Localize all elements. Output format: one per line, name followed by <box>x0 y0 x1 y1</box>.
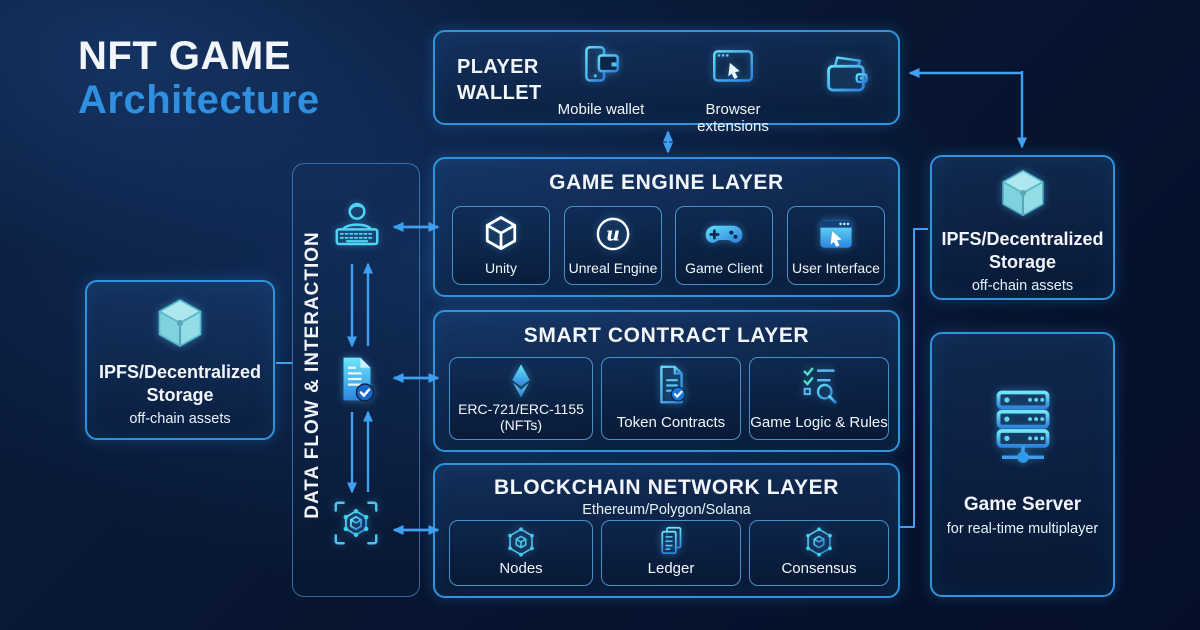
ethereum-icon <box>450 360 592 402</box>
page-title-line1: NFT GAME <box>78 34 291 78</box>
smart-contract-layer-title: SMART CONTRACT LAYER <box>523 324 810 347</box>
game-logic-box: Game Logic & Rules <box>749 357 889 440</box>
user-interface-box: User Interface <box>787 206 885 285</box>
game-engine-layer-box: GAME ENGINE LAYER Unity u U <box>433 157 900 297</box>
server-icon <box>981 382 1065 471</box>
game-logic-label: Game Logic & Rules <box>750 414 888 431</box>
ledger-box: Ledger <box>601 520 741 586</box>
blockchain-layer-box: BLOCKCHAIN NETWORK LAYER Ethereum/Polygo… <box>433 463 900 598</box>
ui-window-icon <box>788 212 884 256</box>
nodes-box: Nodes <box>449 520 593 586</box>
left-ipfs-box: IPFS/Decentralized Storage off-chain ass… <box>85 280 275 440</box>
consensus-icon <box>750 523 888 561</box>
unity-box: Unity <box>452 206 550 285</box>
wallet-icon <box>821 50 873 107</box>
browser-extensions-label: Browser extensions <box>697 101 769 135</box>
page-title: NFT GAME Architecture <box>78 34 320 122</box>
mobile-wallet-icon <box>576 45 626 96</box>
left-ipfs-title: IPFS/Decentralized Storage <box>98 362 262 406</box>
cube-icon <box>995 165 1051 226</box>
cube-icon <box>151 294 209 357</box>
erc-box: ERC-721/ERC-1155 (NFTs) <box>449 357 593 440</box>
svg-text:u: u <box>606 222 620 245</box>
browser-extensions-item: Browser extensions <box>668 42 798 135</box>
right-ipfs-subtitle: off-chain assets <box>971 277 1074 294</box>
game-client-label: Game Client <box>685 260 763 276</box>
blockchain-layer-subtitle: Ethereum/Polygon/Solana <box>582 502 751 518</box>
erc-label2: (NFTs) <box>500 417 542 433</box>
data-flow-label: DATA FLOW & INTERACTION <box>302 231 323 519</box>
right-ipfs-title: IPFS/Decentralized Storage <box>941 229 1104 273</box>
token-contracts-box: Token Contracts <box>601 357 741 440</box>
player-wallet-box: PLAYER WALLET Mobile wallet <box>433 30 900 135</box>
gamepad-icon <box>676 212 772 256</box>
consensus-box: Consensus <box>749 520 889 586</box>
consensus-label: Consensus <box>781 560 857 577</box>
player-keyboard-icon <box>330 199 384 258</box>
smart-contract-layer-box: SMART CONTRACT LAYER ERC-721/ERC-1155 (N… <box>433 310 900 452</box>
right-ipfs-box: IPFS/Decentralized Storage off-chain ass… <box>930 155 1115 300</box>
token-contracts-label: Token Contracts <box>616 414 726 431</box>
nodes-label: Nodes <box>499 560 543 577</box>
user-interface-label: User Interface <box>792 260 880 276</box>
blockchain-scan-icon <box>329 496 383 555</box>
game-client-box: Game Client <box>675 206 773 285</box>
ledger-label: Ledger <box>647 560 695 577</box>
blockchain-layer-title: BLOCKCHAIN NETWORK LAYER <box>494 476 839 499</box>
game-engine-layer-title: GAME ENGINE LAYER <box>549 171 784 194</box>
mobile-wallet-label: Mobile wallet <box>557 101 645 118</box>
erc-label: ERC-721/ERC-1155 <box>458 401 584 417</box>
left-ipfs-subtitle: off-chain assets <box>129 410 231 427</box>
document-verified-icon <box>330 352 384 411</box>
ledger-icon <box>602 523 740 561</box>
game-server-box: Game Server for real-time multiplayer <box>930 332 1115 597</box>
unity-label: Unity <box>485 260 517 276</box>
unreal-engine-box: u Unreal Engine <box>564 206 662 285</box>
contract-check-icon <box>602 362 740 408</box>
page-title-line2: Architecture <box>78 78 320 122</box>
game-server-subtitle: for real-time multiplayer <box>946 520 1099 537</box>
unreal-engine-label: Unreal Engine <box>568 260 658 276</box>
logic-rules-icon <box>750 362 888 408</box>
unreal-engine-icon: u <box>565 212 661 256</box>
player-wallet-title: PLAYER WALLET <box>457 56 542 104</box>
unity-icon <box>453 212 549 256</box>
nodes-icon <box>450 523 592 561</box>
game-server-title: Game Server <box>963 494 1082 515</box>
mobile-wallet-item: Mobile wallet <box>536 42 666 118</box>
browser-extensions-icon <box>708 50 758 96</box>
